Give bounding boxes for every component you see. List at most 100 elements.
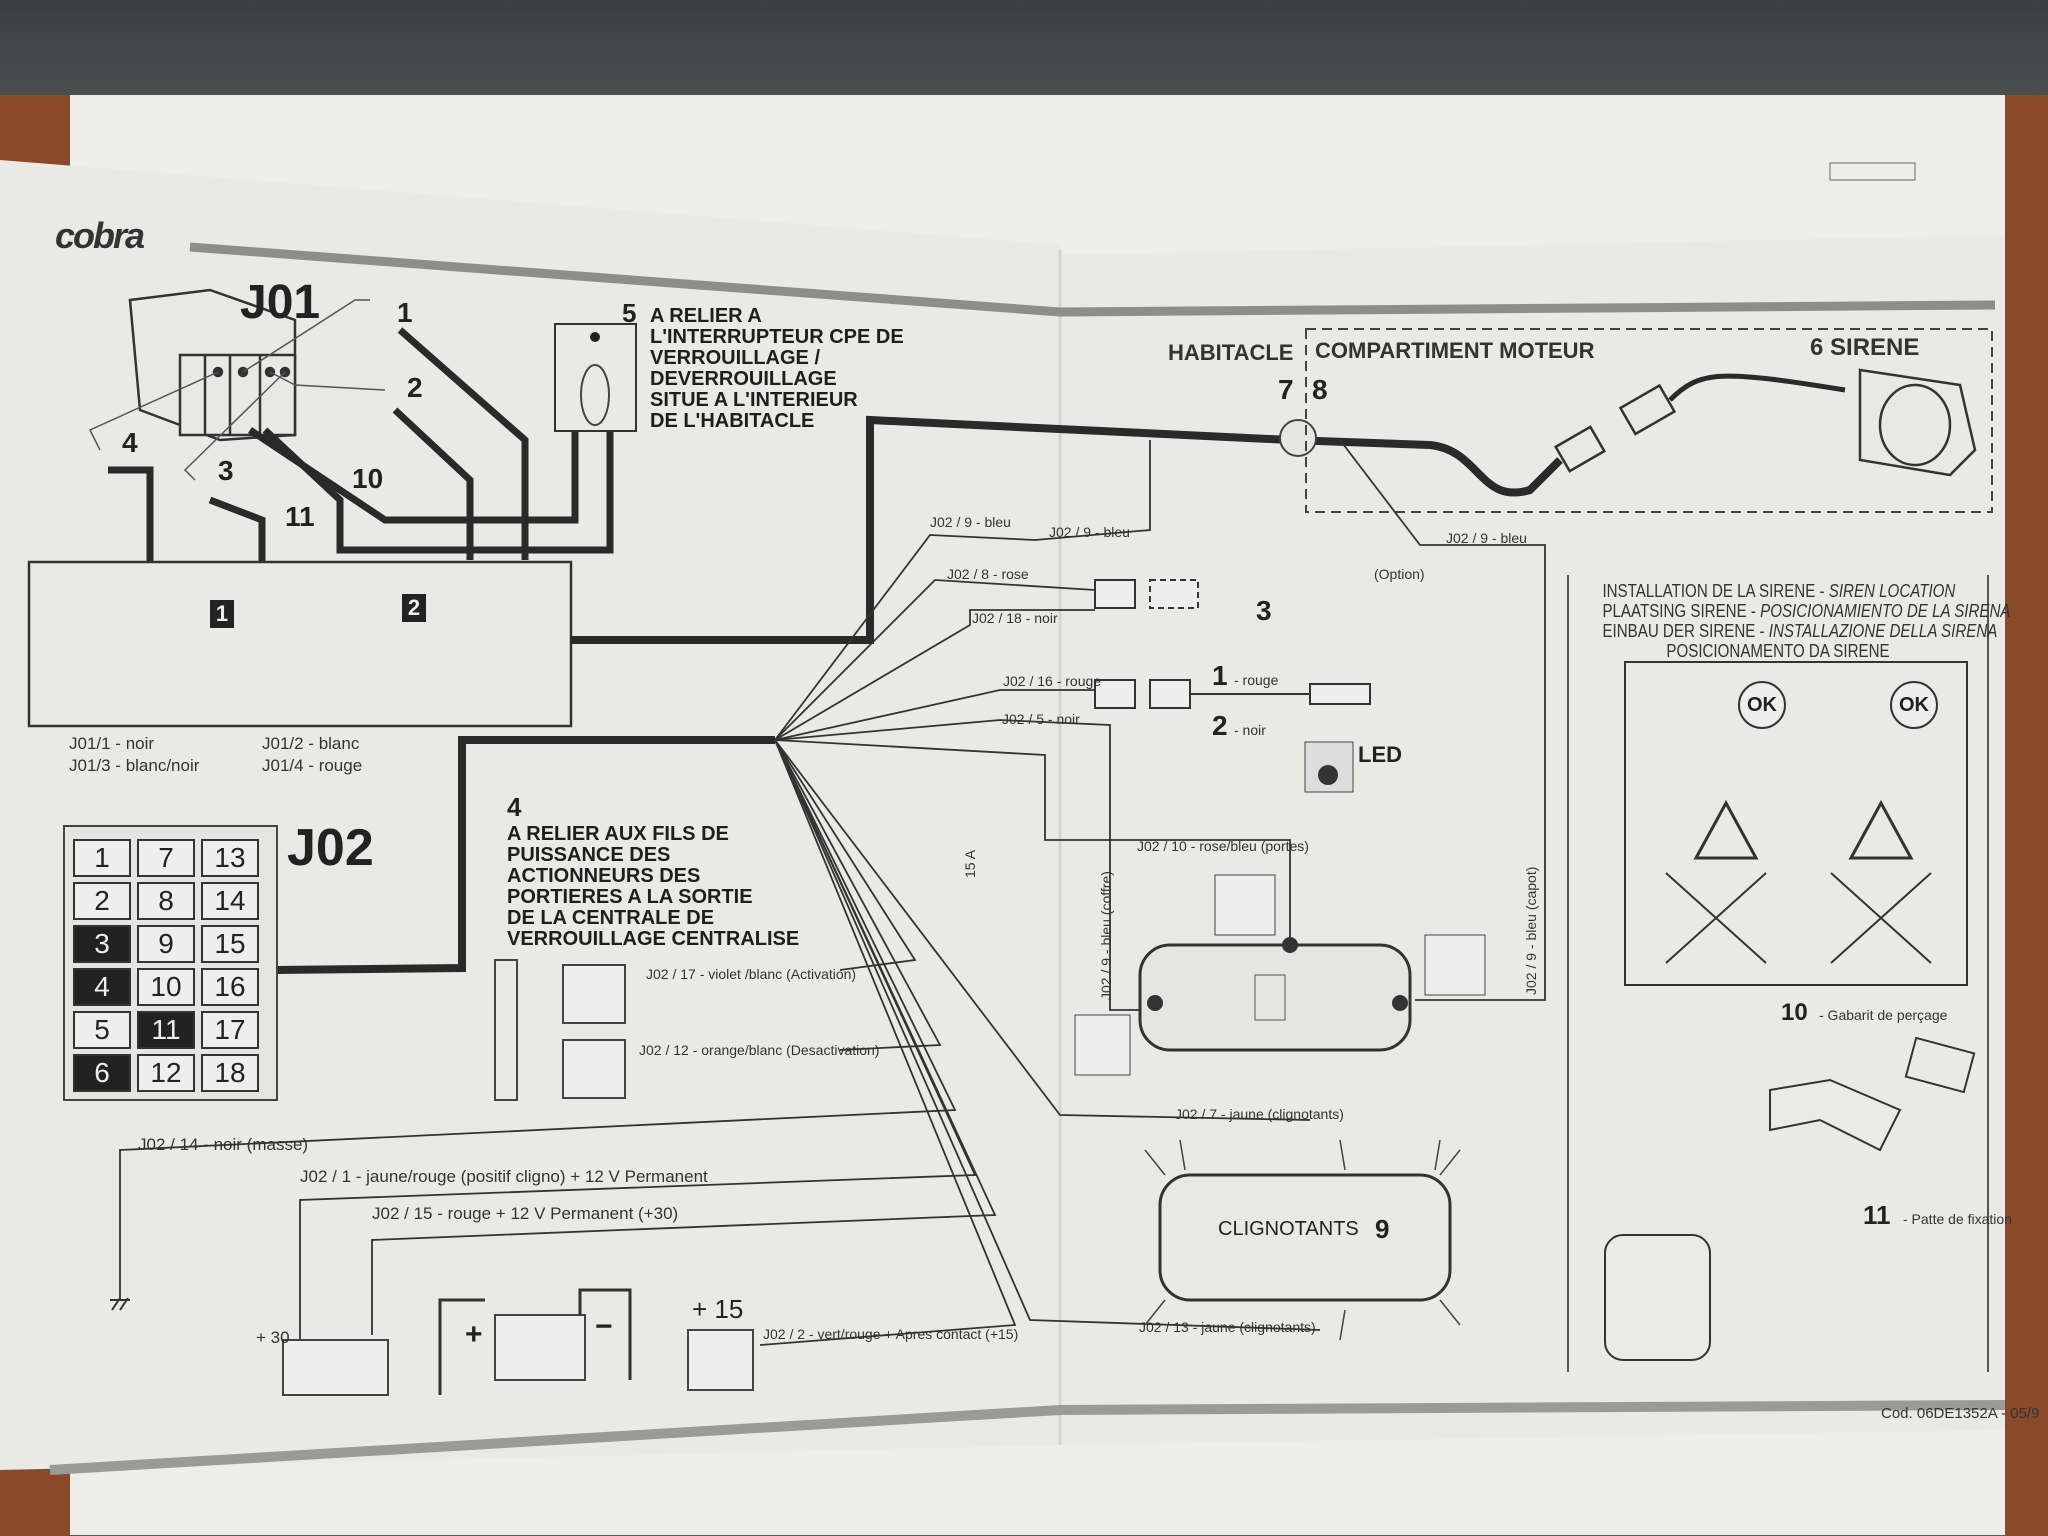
j02-title: J02	[287, 819, 374, 877]
cobra-logo: cobra	[55, 215, 145, 256]
title-line: POSICIONAMENTO DA SIRENE	[1666, 641, 1890, 661]
j01-pin-10: 10	[352, 463, 384, 494]
j01-legend-3: J01/3 - blanc/noir	[69, 756, 200, 775]
clignotants-label: CLIGNOTANTS	[1218, 1218, 1359, 1240]
battery-icon	[494, 1314, 586, 1381]
j01-pin-1: 1	[397, 297, 413, 328]
siren-installation-title: INSTALLATION DE LA SIRENE - SIREN LOCATI…	[1569, 581, 2010, 661]
wire-label: J02 / 13 - jaune (clignotants)	[1139, 1319, 1316, 1335]
warning-icons	[1665, 799, 1932, 964]
main-cable	[571, 415, 1563, 644]
siren-connector	[1553, 368, 1977, 477]
flash-rays	[1144, 1139, 1461, 1341]
j02-cell: 5	[73, 1011, 131, 1049]
header-rule	[189, 242, 1996, 317]
wire-label: J02 / 7 - jaune (clignotants)	[1175, 1106, 1344, 1122]
j02-cell: 2	[73, 882, 131, 920]
zone-habitacle: HABITACLE	[1168, 340, 1294, 365]
led-wire-2-number: 2	[1212, 710, 1228, 741]
siren-installation-panel: INSTALLATION DE LA SIRENE - SIREN LOCATI…	[1567, 575, 2012, 1372]
car-top-view	[1138, 943, 1412, 1052]
j02-cell: 7	[137, 839, 195, 877]
title-row: EINBAU DER SIRENE - INSTALLAZIONE DELLA …	[1602, 621, 1997, 641]
item4-line: ACTIONNEURS DES	[507, 865, 701, 887]
led-connector	[1094, 579, 1371, 709]
wire-label: - rouge	[1234, 672, 1279, 688]
patte-label: - Patte de fixation	[1903, 1211, 2012, 1227]
stamp-box	[1829, 162, 1916, 181]
plus30-label: + 30	[256, 1328, 290, 1347]
fuse-box-icon	[282, 1339, 389, 1396]
flashing-car	[1158, 1173, 1452, 1302]
j02-cell: 1	[73, 839, 131, 877]
item5-line: SITUE A L'INTERIEUR	[650, 389, 858, 411]
lock-deactivation-icon	[562, 1039, 626, 1099]
j02-cell: 8	[137, 882, 195, 920]
label-11: 11	[1863, 1200, 1891, 1230]
j01-pin-3: 3	[218, 455, 234, 486]
wire-label: J02 / 9 - bleu (capot)	[1523, 866, 1539, 995]
label-10: 10	[1781, 999, 1808, 1026]
wire-label: J02 / 9 - bleu	[1049, 524, 1130, 540]
label-7: 7	[1278, 374, 1294, 405]
j01-title: J01	[240, 276, 321, 329]
j02-cell: 12	[137, 1054, 195, 1092]
j02-cell: 17	[201, 1011, 259, 1049]
zone-sirene: 6 SIRENE	[1810, 334, 1920, 361]
step-badge-2: 2	[402, 594, 426, 622]
j02-cell: 4	[73, 968, 131, 1006]
title-line: EINBAU DER SIRENE -	[1602, 621, 1769, 641]
j01-legend-4: J01/4 - rouge	[262, 756, 363, 775]
label-8: 8	[1312, 374, 1328, 405]
j02-cell: 11	[137, 1011, 195, 1049]
grommet	[1279, 419, 1317, 457]
door-actuator-icon	[494, 959, 518, 1101]
siren-bracket	[1604, 1036, 1976, 1361]
wire-label: - noir	[1234, 722, 1266, 738]
plus15-label: + 15	[692, 1294, 744, 1324]
zone-compartiment-moteur: COMPARTIMENT MOTEUR	[1315, 338, 1595, 363]
item5-line: VERROUILLAGE /	[650, 347, 821, 369]
engine-compartment-box	[1305, 328, 1993, 513]
led-label: LED	[1358, 742, 1402, 767]
j01-pin-2: 2	[407, 372, 423, 403]
j02-cell: 13	[201, 839, 259, 877]
ok-badge: OK	[1738, 681, 1786, 729]
door-icon	[1214, 874, 1276, 936]
j02-cell: 10	[137, 968, 195, 1006]
j02-cell: 6	[73, 1054, 131, 1092]
title-line: PLAATSING SIRENE -	[1602, 601, 1761, 621]
ignition-icon	[687, 1329, 754, 1391]
item4-line: VERROUILLAGE CENTRALISE	[507, 928, 800, 950]
j02-cell: 3	[73, 925, 131, 963]
wire-label: J02 / 15 - rouge + 12 V Permanent (+30)	[372, 1204, 679, 1223]
item4-text: A RELIER AUX FILS DE PUISSANCE DES ACTIO…	[507, 824, 799, 950]
led-wire-1-number: 1	[1212, 660, 1228, 691]
battery-plus: +	[465, 1318, 483, 1351]
instruction-box	[27, 560, 573, 728]
j02-cell: 9	[137, 925, 195, 963]
fuse-label: 15 A	[962, 849, 978, 878]
wire-label: J02 / 5 - noir	[1002, 711, 1080, 727]
option-label: (Option)	[1374, 566, 1425, 582]
step-badge-1: 1	[210, 600, 234, 628]
item5-line: DEVERROUILLAGE	[650, 368, 837, 390]
j01-pin-4: 4	[122, 427, 138, 458]
j01-legend-2: J01/2 - blanc	[262, 734, 360, 753]
footer-rule	[49, 1400, 2006, 1475]
j02-cell: 15	[201, 925, 259, 963]
wire-label: J02 / 16 - rouge	[1003, 673, 1102, 689]
j01-legend-1: J01/1 - noir	[69, 734, 155, 753]
wire-label: J02 / 2 - vert/rouge + Apres contact (+1…	[763, 1326, 1019, 1342]
harness-wires	[119, 439, 1546, 1346]
title-line: SIREN LOCATION	[1828, 581, 1956, 601]
item4-line: A RELIER AUX FILS DE	[507, 823, 729, 845]
ok-badge: OK	[1890, 681, 1938, 729]
lock-activation-icon	[562, 964, 626, 1024]
item5-line: DE L'HABITACLE	[650, 410, 815, 432]
item5-line: A RELIER A	[650, 305, 762, 327]
title-line: INSTALLAZIONE DELLA SIRENA	[1768, 621, 1998, 641]
wire-label: J02 / 1 - jaune/rouge (positif cligno) +…	[300, 1167, 708, 1186]
j02-cell: 18	[201, 1054, 259, 1092]
item4-number: 4	[507, 792, 522, 822]
